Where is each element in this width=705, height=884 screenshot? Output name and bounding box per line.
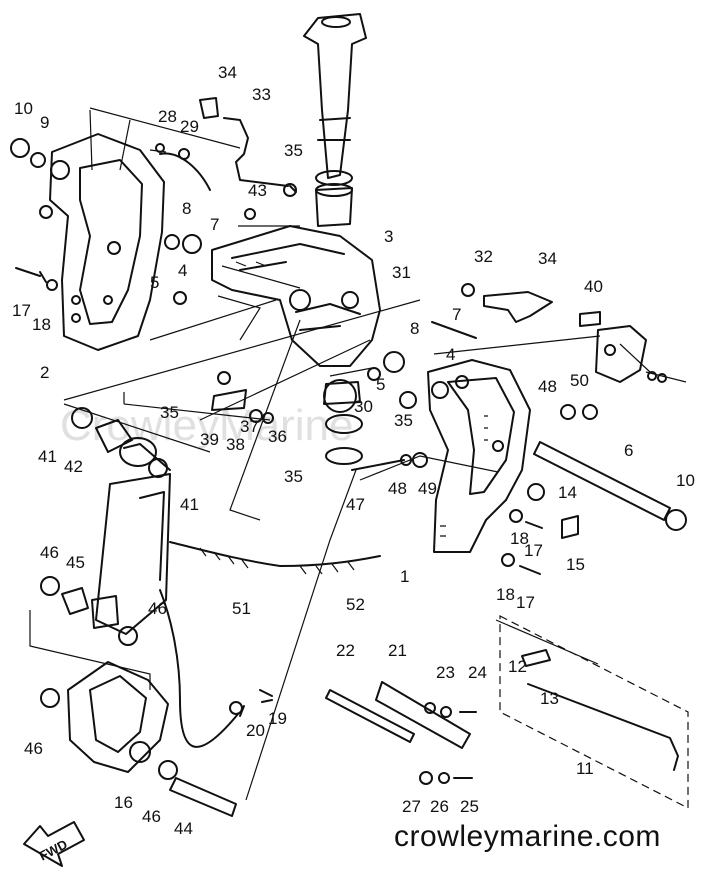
callout-number: 50 <box>570 371 589 390</box>
callout-number: 44 <box>174 819 193 838</box>
callout-number: 17 <box>524 541 543 560</box>
callout-number: 17 <box>516 593 535 612</box>
fwd-arrow-icon: FWD <box>23 821 85 867</box>
callout-number: 45 <box>66 553 85 572</box>
tube-pipe <box>169 777 237 817</box>
site-footer-text: crowleymarine.com <box>394 820 661 853</box>
callout-number: 14 <box>558 483 577 502</box>
tilt-pin-rod <box>533 441 687 531</box>
small-hardware <box>10 138 667 785</box>
callout-number: 46 <box>142 807 161 826</box>
callout-number: 24 <box>468 663 487 682</box>
callout-number: 11 <box>576 759 594 778</box>
fwd-label: FWD <box>37 836 70 863</box>
callout-number: 15 <box>566 555 585 574</box>
mounting-bracket <box>67 661 169 773</box>
callout-number: 21 <box>388 641 407 660</box>
callout-number: 23 <box>436 663 455 682</box>
callout-number: 12 <box>508 657 527 676</box>
callout-number: 46 <box>148 599 167 618</box>
callout-number: 16 <box>114 793 133 812</box>
callout-number: 18 <box>510 529 529 548</box>
callout-number: 28 <box>158 107 177 126</box>
callout-number: 27 <box>402 797 421 816</box>
callout-number: 39 <box>200 430 219 449</box>
callout-number: 17 <box>12 301 31 320</box>
callout-number: 10 <box>14 99 33 118</box>
steering-column <box>303 13 367 227</box>
callout-number: 5 <box>376 375 385 394</box>
watermark-text: CrowleyMarine <box>60 401 353 450</box>
tilt-stop-lever-left <box>199 97 289 187</box>
stern-bracket-left <box>39 109 165 351</box>
callout-number: 46 <box>40 543 59 562</box>
callout-number: 35 <box>160 403 179 422</box>
callout-number: 30 <box>354 397 373 416</box>
callout-number: 9 <box>40 113 49 132</box>
callout-number: 19 <box>268 709 287 728</box>
callout-number: 7 <box>452 305 461 324</box>
stern-bracket-right <box>427 359 531 553</box>
tilt-cylinder <box>91 437 171 635</box>
callout-number: 35 <box>394 411 413 430</box>
callout-number: 31 <box>392 263 411 282</box>
callout-number: 43 <box>248 181 267 200</box>
callout-number: 35 <box>284 141 303 160</box>
callout-number: 42 <box>64 457 83 476</box>
callout-number: 26 <box>430 797 449 816</box>
callout-number: 48 <box>388 479 407 498</box>
callout-number: 25 <box>460 797 479 816</box>
callout-number: 22 <box>336 641 355 660</box>
callout-number: 33 <box>252 85 271 104</box>
callout-number: 34 <box>538 249 557 268</box>
callout-number: 3 <box>384 227 393 246</box>
anode-plate <box>325 681 471 749</box>
callout-number: 38 <box>226 435 245 454</box>
callout-number: 2 <box>40 363 49 382</box>
callout-number: 52 <box>346 595 365 614</box>
swivel-bracket <box>211 225 381 367</box>
callout-number: 32 <box>474 247 493 266</box>
callout-number: 1 <box>400 567 409 586</box>
callout-number: 13 <box>540 689 559 708</box>
hose-assembly <box>169 541 381 575</box>
callout-number: 37 <box>240 417 259 436</box>
callout-number: 4 <box>178 261 187 280</box>
callout-number: 48 <box>538 377 557 396</box>
callout-number: 46 <box>24 739 43 758</box>
callout-number: 47 <box>346 495 365 514</box>
callout-number: 34 <box>218 63 237 82</box>
callout-number: 8 <box>182 199 191 218</box>
callout-number: 10 <box>676 471 695 490</box>
callout-number: 18 <box>496 585 515 604</box>
callout-number: 51 <box>232 599 251 618</box>
callout-number: 35 <box>284 467 303 486</box>
callout-number: 8 <box>410 319 419 338</box>
callout-number: 41 <box>180 495 199 514</box>
callout-number: 29 <box>180 117 199 136</box>
callout-number: 41 <box>38 447 57 466</box>
callout-number: 49 <box>418 479 437 498</box>
callout-number: 36 <box>268 427 287 446</box>
tilt-stop-lever-right <box>483 291 687 383</box>
callout-number: 4 <box>446 345 455 364</box>
callout-number: 18 <box>32 315 51 334</box>
callout-number: 40 <box>584 277 603 296</box>
callout-number: 7 <box>210 215 219 234</box>
callout-number: 6 <box>624 441 633 460</box>
callout-number: 20 <box>246 721 265 740</box>
callout-number: 5 <box>150 273 159 292</box>
tilt-rod-assembly <box>499 615 689 809</box>
